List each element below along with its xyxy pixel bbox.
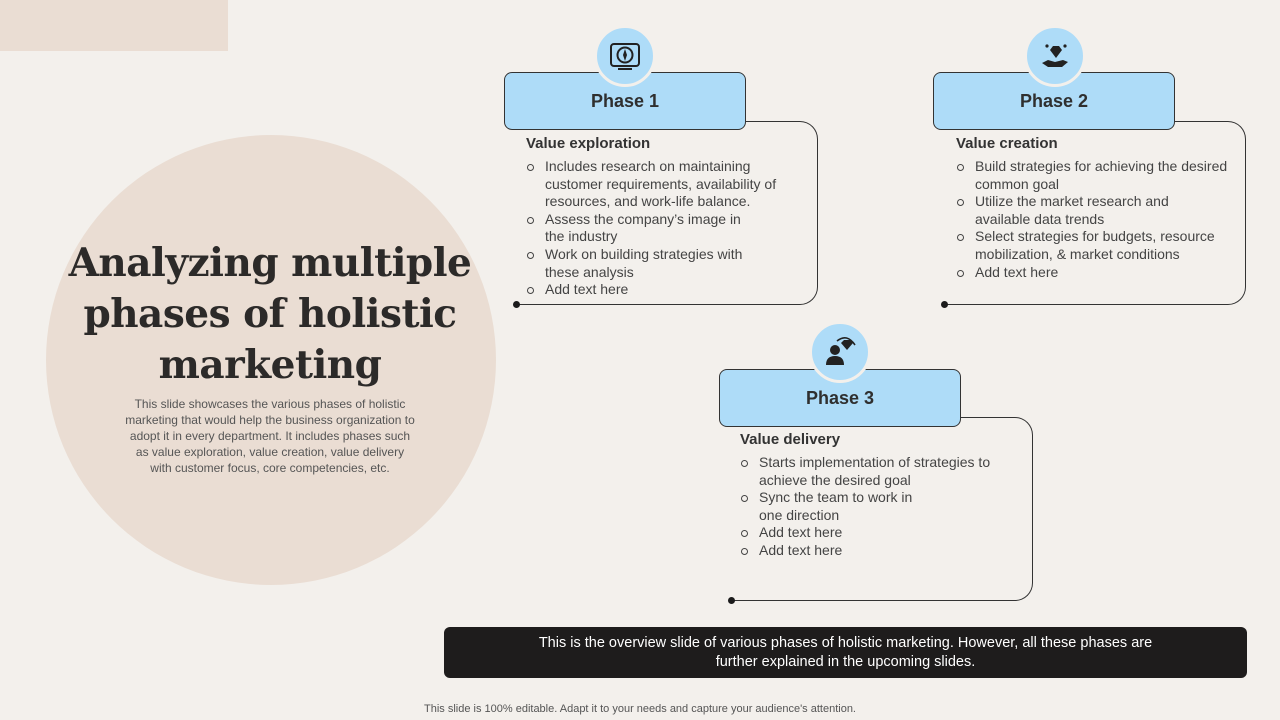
phase-1-dot bbox=[513, 301, 520, 308]
list-item: Sync the team to work in one direction bbox=[740, 489, 939, 524]
title-circle bbox=[46, 135, 496, 585]
list-item: Select strategies for budgets, resource … bbox=[956, 228, 1245, 263]
phase-3-body: Value delivery Starts implementation of … bbox=[740, 431, 1010, 560]
list-item: Includes research on maintaining custome… bbox=[526, 158, 794, 211]
phase-1-list: Includes research on maintaining custome… bbox=[526, 158, 794, 299]
compass-tablet-icon bbox=[594, 25, 656, 87]
list-item: Add text here bbox=[740, 524, 1010, 542]
overview-banner: This is the overview slide of various ph… bbox=[444, 627, 1247, 678]
list-item: Utilize the market research and availabl… bbox=[956, 193, 1205, 228]
slide-title: Analyzing multiple phases of holistic ma… bbox=[68, 240, 472, 388]
phase-3-heading: Value delivery bbox=[740, 431, 841, 448]
overview-banner-text: This is the overview slide of various ph… bbox=[538, 634, 1153, 670]
list-item: Work on building strategies with these a… bbox=[526, 246, 775, 281]
phase-2-body: Value creation Build strategies for achi… bbox=[956, 135, 1244, 281]
phase-2-list: Build strategies for achieving the desir… bbox=[956, 158, 1244, 281]
phase-1-body: Value exploration Includes research on m… bbox=[526, 135, 794, 299]
slide-description: This slide showcases the various phases … bbox=[125, 397, 415, 475]
list-item: Starts implementation of strategies to a… bbox=[740, 454, 1010, 489]
list-item: Assess the company’s image in the indust… bbox=[526, 211, 763, 246]
phase-2-heading: Value creation bbox=[956, 135, 1058, 152]
phase-3-dot bbox=[728, 597, 735, 604]
list-item: Build strategies for achieving the desir… bbox=[956, 158, 1244, 193]
phase-1-heading: Value exploration bbox=[526, 135, 651, 152]
list-item: Add text here bbox=[740, 542, 1010, 560]
hand-diamond-icon bbox=[1024, 25, 1086, 87]
corner-decoration bbox=[0, 0, 228, 51]
footer-note: This slide is 100% editable. Adapt it to… bbox=[424, 703, 856, 715]
person-diamond-icon bbox=[809, 321, 871, 383]
list-item: Add text here bbox=[526, 281, 794, 299]
list-item: Add text here bbox=[956, 264, 1244, 282]
phase-3-list: Starts implementation of strategies to a… bbox=[740, 454, 1010, 560]
phase-2-dot bbox=[941, 301, 948, 308]
